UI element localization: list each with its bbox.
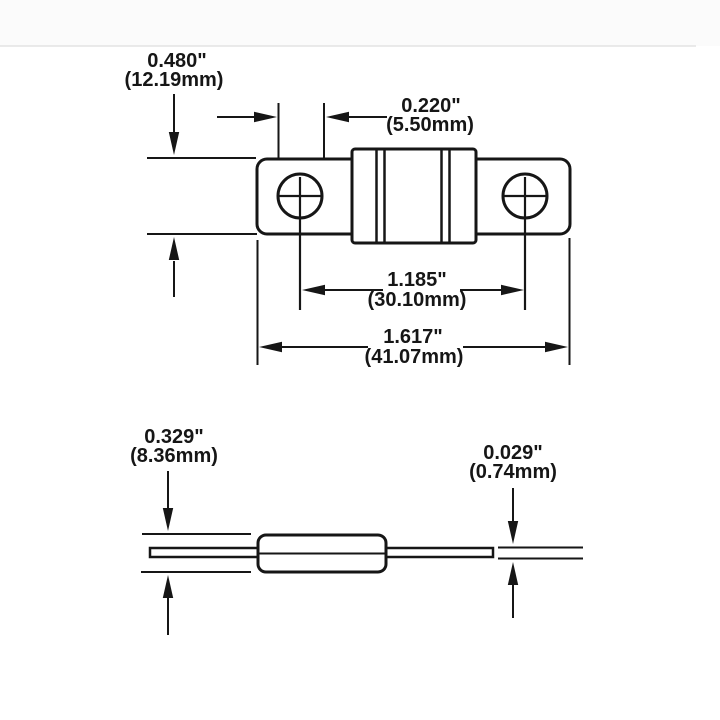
dim-label-mm: (30.10mm) (368, 289, 467, 311)
dim-label-mm: (0.74mm) (469, 461, 557, 483)
arrow-left-icon (259, 341, 282, 353)
dim-label-mm: (12.19mm) (125, 69, 224, 91)
fuse-body (350, 147, 478, 245)
arrow-up-icon (162, 575, 174, 598)
dim-hole-center-spacing: 1.185" (30.10mm) (302, 269, 524, 311)
dim-label-inches: 0.480" (147, 50, 207, 72)
side-tab-right (383, 546, 495, 559)
dim-label-inches: 0.029" (483, 442, 543, 464)
arrow-right-icon (545, 341, 568, 353)
dim-label-mm: (8.36mm) (130, 445, 218, 467)
dim-label-inches: 1.617" (383, 326, 443, 348)
arrow-down-icon (507, 521, 519, 544)
arrow-left-icon (302, 284, 325, 296)
dim-label-mm: (5.50mm) (386, 114, 474, 136)
top-view: 0.480" (12.19mm) 0.220" (5.50mm) 1.185" … (125, 50, 572, 368)
arrow-right-icon (501, 284, 524, 296)
arrow-down-icon (168, 132, 180, 155)
dim-overall-length: 1.617" (41.07mm) (256, 238, 571, 368)
side-view: 0.329" (8.36mm) 0.029" (0.74mm) (130, 426, 583, 635)
side-tab-left (148, 546, 261, 559)
dim-label-inches: 0.220" (401, 95, 461, 117)
arrow-up-icon (507, 562, 519, 585)
arrow-left-icon (326, 111, 349, 123)
arrow-right-icon (254, 111, 277, 123)
top-band (0, 0, 720, 46)
dim-label-inches: 1.185" (387, 269, 447, 291)
arrow-up-icon (168, 237, 180, 260)
dim-label-inches: 0.329" (144, 426, 204, 448)
dim-body-height: 0.329" (8.36mm) (130, 426, 251, 635)
arrow-down-icon (162, 508, 174, 531)
dim-tab-thickness: 0.029" (0.74mm) (469, 442, 583, 618)
dim-mounting-tab-width: 0.480" (12.19mm) (125, 50, 257, 297)
dim-label-mm: (41.07mm) (365, 346, 464, 368)
dim-hole-diameter: 0.220" (5.50mm) (217, 95, 474, 136)
